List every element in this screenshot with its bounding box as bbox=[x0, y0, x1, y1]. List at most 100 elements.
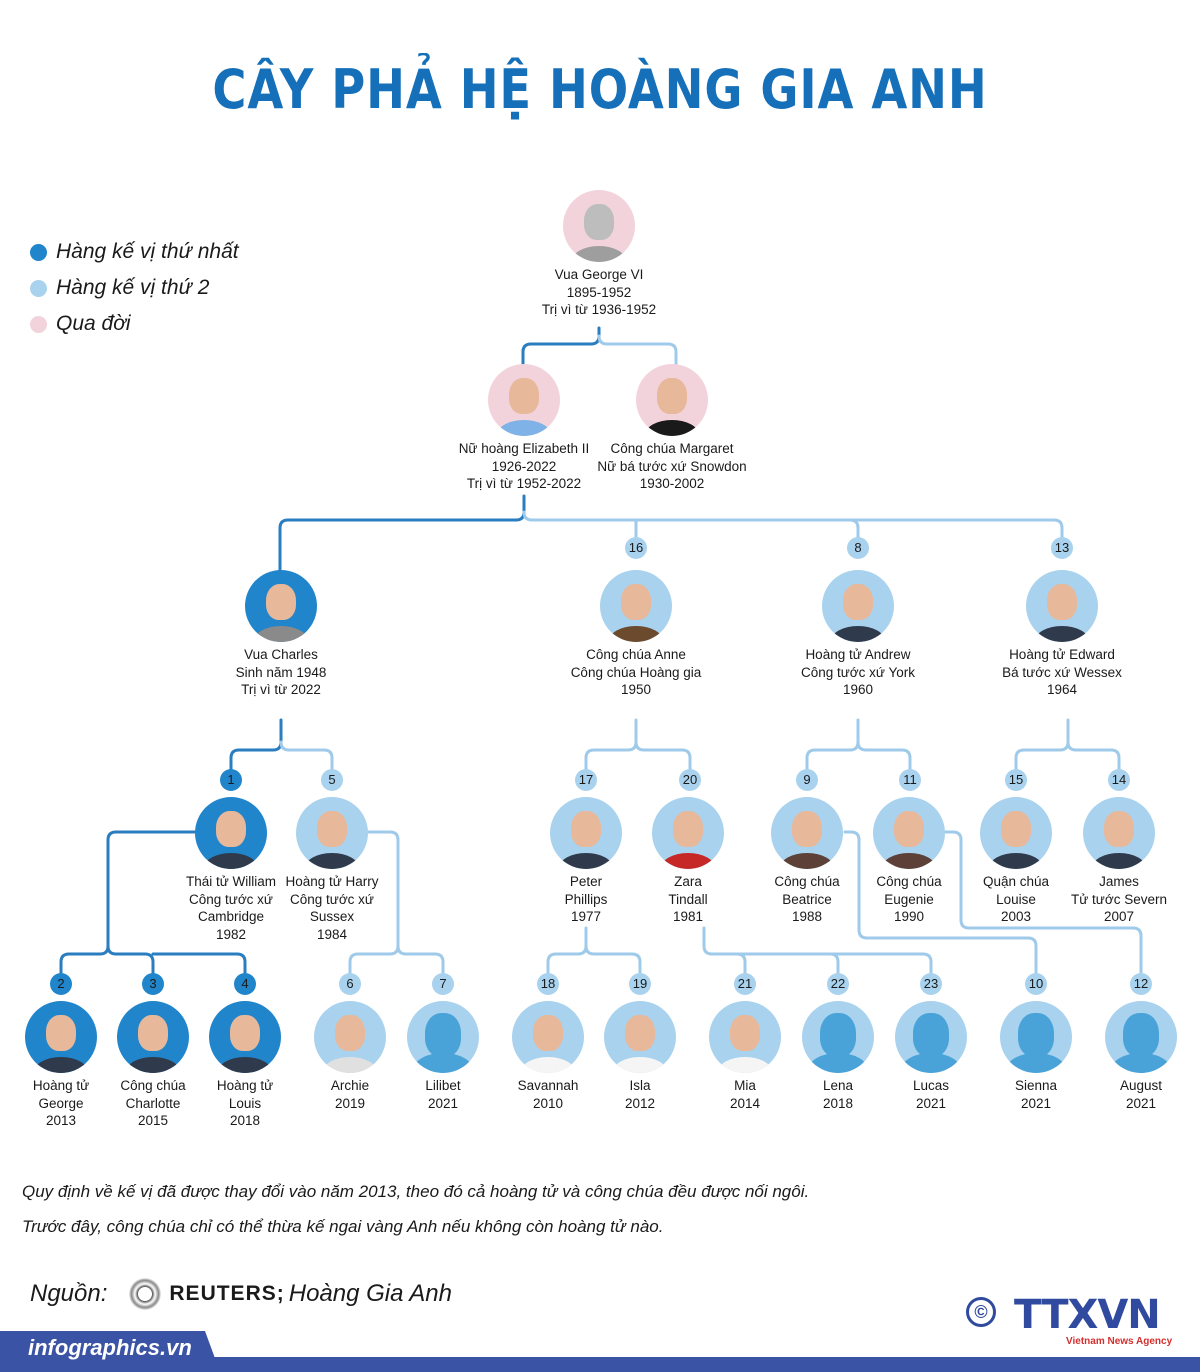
succession-rank-badge: 18 bbox=[537, 973, 559, 995]
portrait-icon bbox=[488, 364, 560, 436]
portrait-icon bbox=[652, 797, 724, 869]
succession-rank-badge: 15 bbox=[1005, 769, 1027, 791]
person-archie: Archie 2019 bbox=[270, 1001, 430, 1112]
footer-bar bbox=[0, 1357, 1200, 1372]
succession-rank-badge: 11 bbox=[899, 769, 921, 791]
person-label: James Tử tước Severn 2007 bbox=[1071, 874, 1167, 924]
person-isla: Isla 2012 bbox=[560, 1001, 720, 1112]
person-anne: Công chúa Anne Công chúa Hoàng gia 1950 bbox=[556, 570, 716, 699]
person-label: Vua George VI 1895-1952 Trị vì từ 1936-1… bbox=[541, 267, 657, 317]
person-label: Hoàng tử Harry Công tước xứ Sussex 1984 bbox=[285, 874, 379, 942]
person-charlotte: Công chúa Charlotte 2015 bbox=[73, 1001, 233, 1130]
succession-rank-badge: 14 bbox=[1108, 769, 1130, 791]
succession-rank-badge: 4 bbox=[234, 973, 256, 995]
succession-rank-badge: 9 bbox=[796, 769, 818, 791]
succession-rank-badge: 2 bbox=[50, 973, 72, 995]
portrait-icon bbox=[980, 797, 1052, 869]
site-link[interactable]: infographics.vn bbox=[28, 1335, 192, 1360]
person-label: Lilibet 2021 bbox=[425, 1078, 461, 1111]
portrait-icon bbox=[195, 797, 267, 869]
person-label: Isla 2012 bbox=[624, 1078, 656, 1111]
legend-item-deceased: Qua đời bbox=[30, 306, 239, 342]
succession-rank-badge: 1 bbox=[220, 769, 242, 791]
person-label: Hoàng tử George 2013 bbox=[32, 1078, 90, 1128]
portrait-icon bbox=[1083, 797, 1155, 869]
person-label: Zara Tindall 1981 bbox=[668, 874, 708, 924]
dot-icon bbox=[30, 315, 47, 333]
portrait-icon bbox=[512, 1001, 584, 1073]
person-label: Công chúa Eugenie 1990 bbox=[876, 874, 942, 924]
person-sienna: Sienna 2021 bbox=[956, 1001, 1116, 1112]
person-harry: Hoàng tử Harry Công tước xứ Sussex 1984 bbox=[252, 797, 412, 943]
person-elizabeth-ii: Nữ hoàng Elizabeth II 1926-2022 Trị vì t… bbox=[444, 364, 604, 493]
portrait-icon bbox=[709, 1001, 781, 1073]
legend: Hàng kế vị thứ nhất Hàng kế vị thứ 2 Qua… bbox=[30, 234, 239, 342]
silhouette-icon bbox=[407, 1001, 479, 1073]
portrait-icon bbox=[563, 190, 635, 262]
person-label: Công chúa Anne Công chúa Hoàng gia 1950 bbox=[570, 647, 702, 697]
person-label: Nữ hoàng Elizabeth II 1926-2022 Trị vì t… bbox=[458, 441, 590, 491]
legend-label: Hàng kế vị thứ 2 bbox=[56, 276, 210, 299]
legend-item-first-line: Hàng kế vị thứ nhất bbox=[30, 234, 239, 270]
dot-icon bbox=[30, 279, 47, 297]
legend-label: Hàng kế vị thứ nhất bbox=[56, 240, 239, 263]
succession-rank-badge: 13 bbox=[1051, 537, 1073, 559]
succession-rank-badge: 17 bbox=[575, 769, 597, 791]
succession-rank-badge: 20 bbox=[679, 769, 701, 791]
person-label: Archie 2019 bbox=[330, 1078, 370, 1111]
succession-rank-badge: 3 bbox=[142, 973, 164, 995]
person-louis: Hoàng tử Louis 2018 bbox=[165, 1001, 325, 1130]
silhouette-icon bbox=[1105, 1001, 1177, 1073]
footer-tab bbox=[0, 1331, 220, 1372]
succession-rank-badge: 7 bbox=[432, 973, 454, 995]
silhouette-icon bbox=[1000, 1001, 1072, 1073]
source-credit: Nguồn: REUTERS; Hoàng Gia Anh bbox=[30, 1278, 452, 1310]
succession-rank-badge: 12 bbox=[1130, 973, 1152, 995]
person-charles: Vua Charles Sinh năm 1948 Trị vì từ 2022 bbox=[201, 570, 361, 699]
succession-note: Quy định về kế vị đã được thay đổi vào n… bbox=[22, 1182, 810, 1201]
person-louise: Quận chúa Louise 2003 bbox=[936, 797, 1096, 926]
person-mia: Mia 2014 bbox=[665, 1001, 825, 1112]
portrait-icon bbox=[604, 1001, 676, 1073]
page-title: CÂY PHẢ HỆ HOÀNG GIA ANH bbox=[212, 58, 988, 121]
person-label: Sienna 2021 bbox=[1014, 1078, 1058, 1111]
person-lena: Lena 2018 bbox=[758, 1001, 918, 1112]
succession-rank-badge: 16 bbox=[625, 537, 647, 559]
person-label: Thái tử William Công tước xứ Cambridge 1… bbox=[185, 874, 277, 942]
person-label: Vua Charles Sinh năm 1948 Trị vì từ 2022 bbox=[235, 647, 327, 697]
legend-label: Qua đời bbox=[56, 312, 131, 335]
succession-rank-badge: 23 bbox=[920, 973, 942, 995]
portrait-icon bbox=[25, 1001, 97, 1073]
portrait-icon bbox=[636, 364, 708, 436]
ttxvn-logo-subtitle: Vietnam News Agency bbox=[1066, 1336, 1173, 1347]
person-label: Hoàng tử Andrew Công tước xứ York 1960 bbox=[801, 647, 915, 697]
succession-rank-badge: 19 bbox=[629, 973, 651, 995]
portrait-icon bbox=[245, 570, 317, 642]
person-prince-george: Hoàng tử George 2013 bbox=[0, 1001, 141, 1130]
dot-icon bbox=[30, 243, 47, 261]
succession-rank-badge: 5 bbox=[321, 769, 343, 791]
person-label: Hoàng tử Edward Bá tước xứ Wessex 1964 bbox=[1002, 647, 1122, 697]
person-savannah: Savannah 2010 bbox=[468, 1001, 628, 1112]
portrait-icon bbox=[550, 797, 622, 869]
succession-rank-badge: 21 bbox=[734, 973, 756, 995]
portrait-icon bbox=[209, 1001, 281, 1073]
portrait-icon bbox=[771, 797, 843, 869]
person-label: Hoàng tử Louis 2018 bbox=[216, 1078, 274, 1128]
portrait-icon bbox=[873, 797, 945, 869]
source-extra: Hoàng Gia Anh bbox=[288, 1280, 452, 1307]
succession-rank-badge: 6 bbox=[339, 973, 361, 995]
person-label: Công chúa Charlotte 2015 bbox=[120, 1078, 186, 1128]
person-james: James Tử tước Severn 2007 bbox=[1039, 797, 1199, 926]
person-label: Quận chúa Louise 2003 bbox=[982, 874, 1050, 924]
succession-rank-badge: 22 bbox=[827, 973, 849, 995]
person-label: Mia 2014 bbox=[729, 1078, 761, 1111]
silhouette-icon bbox=[895, 1001, 967, 1073]
copyright-icon: © bbox=[966, 1297, 996, 1327]
person-lilibet: Lilibet 2021 bbox=[363, 1001, 523, 1112]
person-label: Công chúa Beatrice 1988 bbox=[774, 874, 840, 924]
person-label: Lena 2018 bbox=[822, 1078, 854, 1111]
person-beatrice: Công chúa Beatrice 1988 bbox=[727, 797, 887, 926]
portrait-icon bbox=[314, 1001, 386, 1073]
